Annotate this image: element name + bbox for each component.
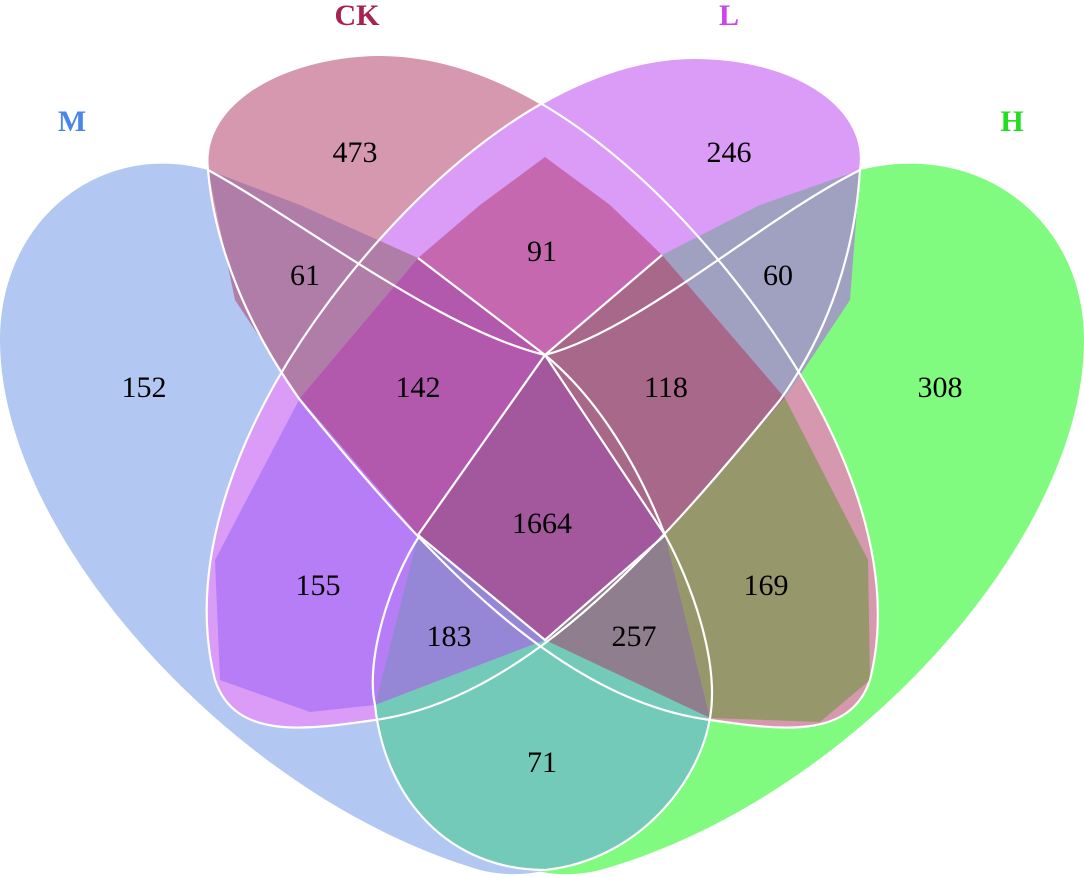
outline-m-inner bbox=[207, 169, 667, 706]
set-label-h: H bbox=[1000, 105, 1023, 138]
count-m-h: 71 bbox=[527, 746, 557, 779]
count-ck-l-h: 118 bbox=[644, 371, 688, 404]
count-m-ck: 61 bbox=[290, 259, 320, 292]
count-ck-h: 169 bbox=[744, 569, 789, 602]
outline-ck bbox=[206, 53, 879, 729]
set-label-m: M bbox=[58, 105, 86, 138]
region-m-ck bbox=[208, 170, 418, 398]
count-all: 1664 bbox=[512, 507, 572, 540]
region-m-l bbox=[215, 398, 418, 712]
count-m-ck-h: 257 bbox=[612, 620, 657, 653]
set-outlines bbox=[205, 53, 879, 872]
set-label-l: L bbox=[719, 0, 739, 32]
count-l: 246 bbox=[707, 136, 752, 169]
region-fills bbox=[208, 157, 870, 870]
region-l-h bbox=[662, 170, 860, 398]
count-ck: 473 bbox=[333, 136, 378, 169]
outline-l bbox=[205, 56, 863, 729]
outline-diagonals bbox=[417, 254, 666, 642]
region-all bbox=[418, 355, 665, 640]
count-m-l: 155 bbox=[296, 569, 341, 602]
region-ck-l bbox=[418, 157, 662, 355]
count-m-l-h: 183 bbox=[427, 620, 472, 653]
region-m-h bbox=[375, 640, 710, 870]
region-m-l-h bbox=[375, 535, 545, 705]
outline-bottom bbox=[373, 704, 712, 872]
outline-h-inner bbox=[544, 169, 861, 719]
count-ck-l: 91 bbox=[527, 235, 557, 268]
region-ck-h bbox=[665, 398, 870, 722]
count-m: 152 bbox=[122, 371, 167, 404]
count-m-ck-l: 142 bbox=[396, 371, 441, 404]
set-labels: M CK L H bbox=[58, 0, 1024, 138]
count-h: 308 bbox=[918, 371, 963, 404]
count-l-h: 60 bbox=[763, 259, 793, 292]
region-m-ck-h bbox=[545, 535, 710, 718]
region-m-ck-l bbox=[300, 258, 545, 535]
region-counts: 152 473 246 308 61 91 60 142 118 1664 15… bbox=[122, 136, 963, 779]
set-label-ck: CK bbox=[335, 0, 381, 32]
